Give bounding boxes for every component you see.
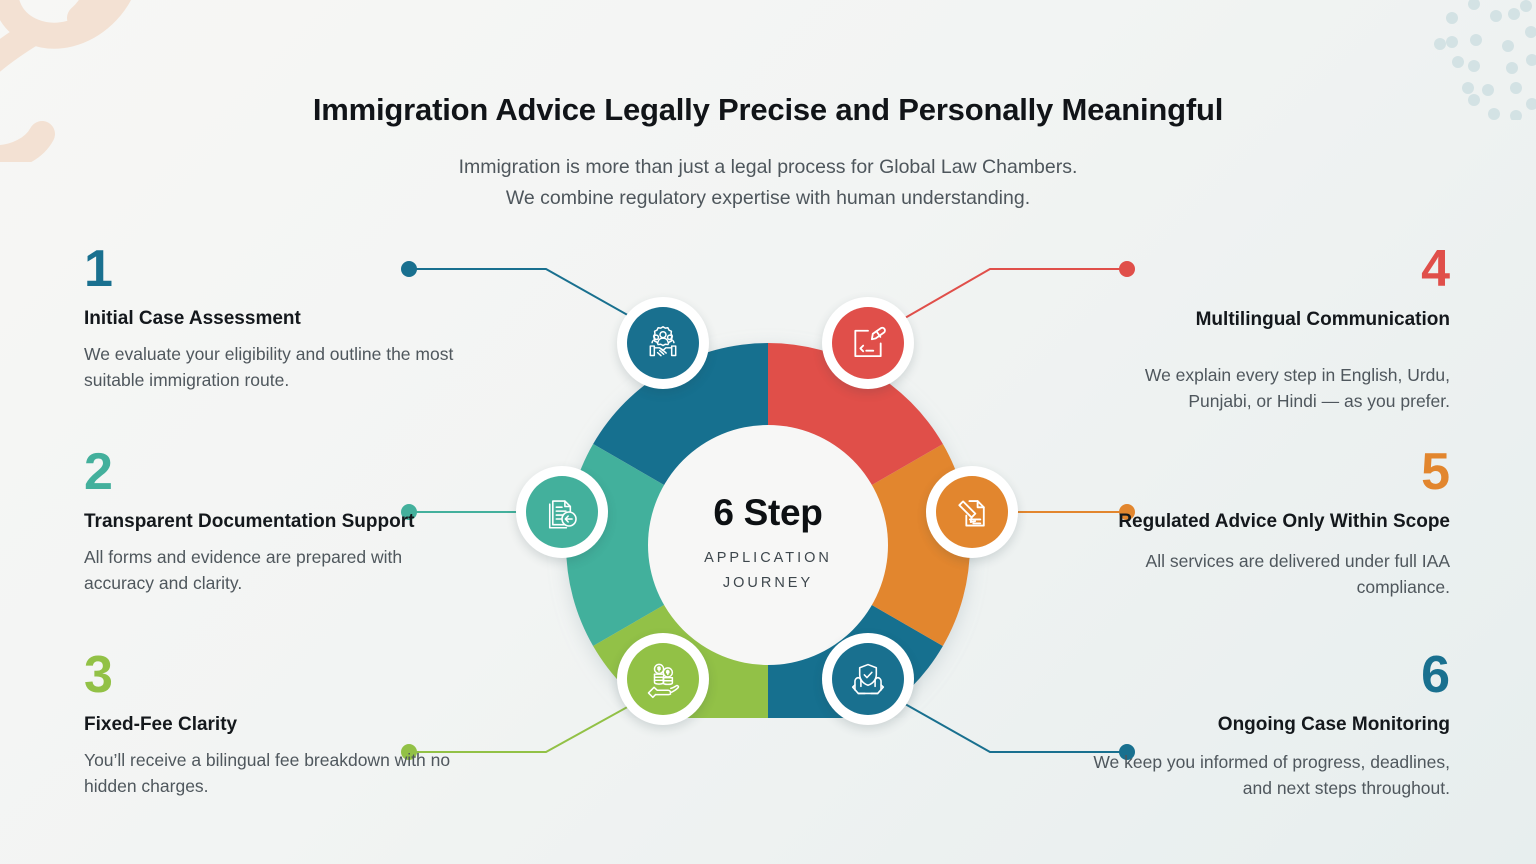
step-1-block: 1 Initial Case Assessment We evaluate yo… [84, 240, 456, 393]
step-6-title: Ongoing Case Monitoring [1217, 713, 1450, 735]
step-5-block: 5 Regulated Advice Only Within Scope All… [1078, 443, 1450, 600]
step-3-block: 3 Fixed-Fee Clarity You’ll receive a bil… [84, 646, 456, 799]
step-4-block: 4 Multilingual Communication We explain … [1078, 240, 1450, 414]
step-3-icon-bubble[interactable] [617, 633, 709, 725]
handshake-gear-icon [649, 326, 677, 357]
documents-transfer-icon [548, 500, 577, 529]
wheel-center-hub: 6 Step APPLICATION JOURNEY [648, 425, 888, 665]
step-2-block: 2 Transparent Documentation Support All … [84, 443, 456, 596]
step-5-number: 5 [1421, 443, 1450, 501]
step-6-description: We keep you informed of progress, deadli… [1093, 751, 1450, 798]
wheel-center-subtitle-line-2: JOURNEY [722, 575, 814, 591]
hand-coins-icon [647, 663, 680, 699]
step-5-title: Regulated Advice Only Within Scope [1118, 510, 1450, 532]
step-2-title: Transparent Documentation Support [84, 510, 415, 532]
step-5-icon-bubble[interactable] [926, 466, 1018, 558]
step-3-number: 3 [84, 646, 113, 704]
step-1-title: Initial Case Assessment [84, 307, 301, 329]
step-2-number: 2 [84, 443, 113, 501]
hands-shield-check-icon [851, 663, 885, 695]
step-1-description: We evaluate your eligibility and outline… [84, 343, 454, 390]
step-4-number: 4 [1421, 240, 1450, 298]
wheel-center-title: 6 Step [713, 492, 823, 533]
wheel-center-subtitle: APPLICATION JOURNEY [704, 546, 832, 596]
step-6-number: 6 [1421, 646, 1450, 704]
application-journey-wheel: 6 Step APPLICATION JOURNEY [543, 253, 993, 718]
translate-pencil-icon [854, 326, 886, 358]
wheel-center-subtitle-line-1: APPLICATION [704, 550, 832, 566]
page-subtitle: Immigration is more than just a legal pr… [0, 152, 1536, 214]
step-2-description: All forms and evidence are prepared with… [84, 546, 403, 593]
step-3-description: You’ll receive a bilingual fee breakdown… [84, 749, 451, 796]
signed-document-icon [958, 500, 985, 527]
step-1-icon-bubble[interactable] [617, 297, 709, 389]
step-6-block: 6 Ongoing Case Monitoring We keep you in… [1078, 646, 1450, 801]
page-subtitle-line-1: Immigration is more than just a legal pr… [458, 156, 1078, 178]
step-5-description: All services are delivered under full IA… [1145, 550, 1450, 597]
step-2-icon-bubble[interactable] [516, 466, 608, 558]
step-4-description: We explain every step in English, Urdu, … [1144, 364, 1450, 411]
step-1-number: 1 [84, 240, 113, 298]
header: Immigration Advice Legally Precise and P… [0, 92, 1536, 214]
step-4-icon-bubble[interactable] [822, 297, 914, 389]
step-4-title: Multilingual Communication [1195, 308, 1450, 330]
page-subtitle-line-2: We combine regulatory expertise with hum… [505, 187, 1031, 209]
step-6-icon-bubble[interactable] [822, 633, 914, 725]
step-3-title: Fixed-Fee Clarity [84, 713, 238, 735]
page-title: Immigration Advice Legally Precise and P… [312, 92, 1224, 127]
